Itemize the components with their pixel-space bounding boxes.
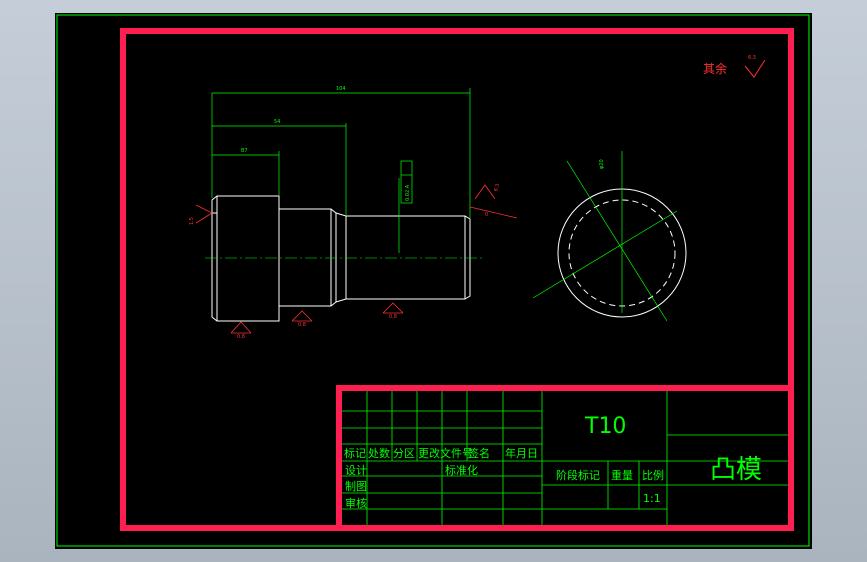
right-roughness-value: 6.3: [493, 183, 501, 192]
drawing-frame: [120, 28, 794, 531]
draw-label: 制图: [345, 480, 367, 493]
material-text: T10: [584, 414, 626, 439]
right-chamfer-text: 0: [485, 212, 488, 218]
dimension-lines: [211, 88, 471, 253]
general-roughness-symbol: [744, 59, 766, 78]
right-roughness-leader: [469, 206, 518, 219]
stage-mark-label: 阶段标记: [556, 468, 600, 482]
outer-border: [56, 14, 810, 547]
bottom-left-roughness-value: 0.8: [237, 334, 245, 340]
bottom-left-roughness-symbol: [230, 321, 252, 334]
shaft-tail: [335, 212, 471, 303]
ratio-label: 比例: [642, 468, 664, 482]
dim-text-54: 54: [274, 119, 280, 125]
general-note-text: 其余: [703, 61, 727, 76]
part-name: 凸模: [710, 455, 762, 485]
review-label: 审核: [345, 496, 367, 510]
roughness-symbols: [195, 184, 518, 334]
dim-text-b7: B7: [241, 148, 248, 154]
header-cell-zone: 分区: [393, 447, 415, 460]
bottom-right-roughness-value: 0.8: [389, 314, 397, 320]
cad-canvas: 其余 6.3 104 54 B7 0.: [55, 13, 812, 549]
shaft-end-view: [532, 151, 687, 322]
title-block: 标记 处数 分区 更改文件号 签名 年月日 设计 标准化 制图 审核 T10 阶…: [336, 385, 791, 528]
general-roughness-note: 其余 6.3: [703, 55, 766, 78]
shaft-middle: [279, 208, 337, 307]
tolerance-text: 0.02 A: [405, 184, 411, 201]
bottom-mid-roughness-value: 0.8: [298, 322, 306, 328]
right-roughness-symbol: [474, 184, 496, 200]
diameter-leader: [566, 160, 668, 322]
design-label: 设计: [345, 464, 367, 477]
title-block-border: [336, 385, 791, 528]
diagonal-leader: [532, 210, 678, 299]
header-cell-change-doc: 更改文件号: [418, 446, 473, 460]
scale-value: 1:1: [643, 492, 661, 505]
shaft-side-view: [211, 195, 471, 322]
dim-text-104: 104: [336, 86, 346, 92]
header-cell-count: 处数: [368, 447, 390, 460]
bottom-mid-roughness-symbol: [291, 310, 313, 322]
general-roughness-value: 6.3: [748, 55, 756, 61]
weight-label: 重量: [611, 468, 633, 482]
standardize-label: 标准化: [445, 463, 478, 477]
left-chamfer-arrow: [195, 204, 213, 224]
left-chamfer-text: 1.5: [189, 217, 195, 225]
bottom-right-roughness-symbol: [382, 302, 404, 314]
end-view-diameter-label: φ20: [599, 159, 605, 169]
tolerance-frame: 0.02 A: [400, 160, 413, 204]
drawing-sheet: 其余 6.3 104 54 B7 0.: [56, 14, 810, 547]
header-cell-mark: 标记: [344, 446, 366, 460]
header-cell-signature: 签名: [468, 446, 490, 460]
shaft-head: [211, 195, 280, 322]
header-cell-date: 年月日: [505, 446, 538, 460]
